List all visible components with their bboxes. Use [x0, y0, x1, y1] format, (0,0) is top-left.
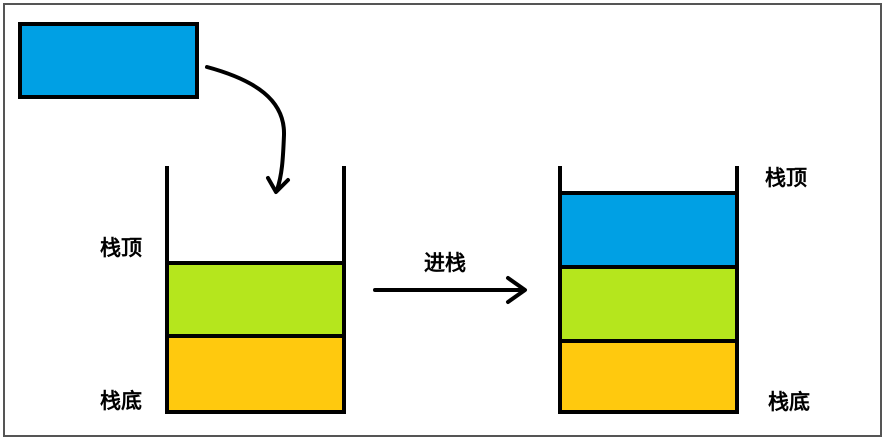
left-stack-container — [165, 166, 346, 414]
left-stack-element-bottom — [168, 337, 343, 411]
right-stack-element-bottom — [561, 341, 736, 411]
right-stack-bottom-label: 栈底 — [768, 390, 810, 414]
right-stack-element-middle — [561, 267, 736, 340]
new-element-block — [18, 22, 199, 99]
left-stack-element-middle — [168, 263, 343, 336]
left-stack-top-label: 栈顶 — [100, 236, 142, 260]
right-stack-top-label: 栈顶 — [765, 166, 807, 190]
left-stack-bottom-label: 栈底 — [100, 389, 142, 413]
push-operation-label: 进栈 — [424, 251, 466, 275]
curved-arrow-icon — [205, 65, 290, 194]
right-arrow-icon — [373, 276, 527, 304]
right-stack-element-new — [561, 193, 736, 266]
right-stack-container — [558, 166, 739, 414]
